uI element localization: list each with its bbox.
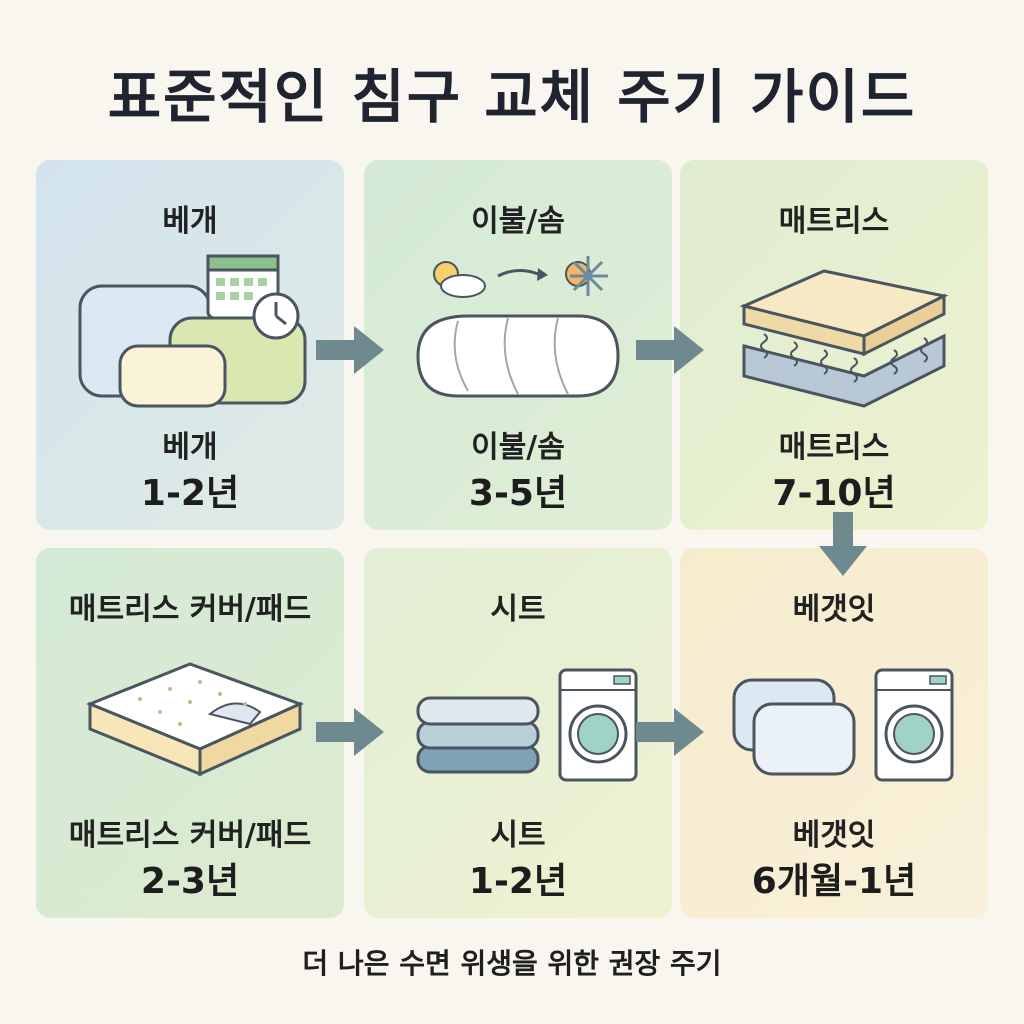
duvet-season-icon xyxy=(416,256,620,398)
card-mattress: 매트리스 매트리스 7-10년 xyxy=(680,160,988,530)
card-sheets: 시트 시트 1-2년 xyxy=(364,548,672,918)
card-mattress-cover: 매트리스 커버/패드 매트리스 커버/패드 2-3년 xyxy=(36,548,344,918)
mattress-spring-icon xyxy=(739,269,949,408)
card-heading: 매트리스 xyxy=(778,204,890,239)
pillowcase-washer-icon xyxy=(732,668,954,782)
card-duvet: 이불/솜 이불/솜 3-5년 xyxy=(364,160,672,530)
card-label: 시트 xyxy=(490,818,546,853)
card-label: 매트리스 xyxy=(778,430,890,465)
card-period: 2-3년 xyxy=(140,861,240,902)
card-label: 이불/솜 xyxy=(471,430,565,465)
card-heading: 시트 xyxy=(490,592,546,627)
card-label: 베갯잇 xyxy=(792,818,876,853)
arrow-right-icon xyxy=(636,326,704,374)
sheets-washer-icon xyxy=(416,668,638,782)
card-heading: 베갯잇 xyxy=(792,592,876,627)
card-heading: 이불/솜 xyxy=(471,204,565,239)
page-title: 표준적인 침구 교체 주기 가이드 xyxy=(107,63,917,131)
arrow-right-icon xyxy=(316,326,384,374)
card-label: 베개 xyxy=(162,430,218,465)
card-heading: 매트리스 커버/패드 xyxy=(68,592,312,627)
footer-caption: 더 나은 수면 위생을 위한 권장 주기 xyxy=(302,947,722,980)
arrow-right-icon xyxy=(636,708,704,756)
card-period: 3-5년 xyxy=(468,473,568,514)
card-period: 1-2년 xyxy=(140,473,240,514)
card-label: 매트리스 커버/패드 xyxy=(68,818,312,853)
card-period: 7-10년 xyxy=(772,473,896,514)
card-pillow: 베개 베개 1-2년 xyxy=(36,160,344,530)
arrow-right-icon xyxy=(316,708,384,756)
card-heading: 베개 xyxy=(162,204,218,239)
card-period: 6개월-1년 xyxy=(751,861,917,902)
card-period: 1-2년 xyxy=(468,861,568,902)
mattress-cover-icon xyxy=(86,662,304,777)
card-pillowcase: 베갯잇 베갯잇 6개월-1년 xyxy=(680,548,988,918)
arrow-down-icon xyxy=(819,512,867,576)
pillow-calendar-icon xyxy=(78,254,307,408)
